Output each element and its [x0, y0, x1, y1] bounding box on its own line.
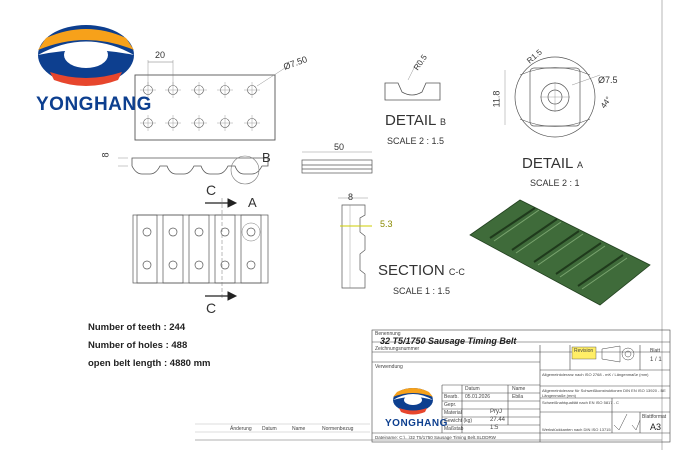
tb-verwendung: Verwendung — [375, 364, 403, 370]
section-arrows — [205, 198, 238, 301]
tb-material-label: Material — [444, 410, 462, 416]
spec-teeth: Number of teeth : 244 — [88, 322, 186, 333]
detail-a-scale: SCALE 2 : 1 — [530, 178, 580, 188]
tb-bearb-name: Ebila — [512, 394, 524, 400]
marker-c-bottom: C — [206, 300, 217, 316]
tb-blattformat-value: A3 — [650, 422, 662, 432]
tb-title: 32 T5/1750 Sausage Timing Belt — [380, 336, 517, 346]
tb-datum-label: Datum — [465, 386, 480, 392]
section-scale: SCALE 1 : 1.5 — [393, 286, 451, 296]
tb-revision: Revision — [574, 348, 594, 354]
tb-footer-datum: Datum — [262, 426, 277, 432]
brand-logo-top — [38, 25, 134, 86]
tb-massstab-label: Maßstab — [444, 426, 464, 432]
detail-a-view — [504, 56, 601, 138]
belt-edge-view — [301, 151, 373, 174]
detail-a-title: DETAIL A — [522, 155, 583, 172]
tb-dateiname: Dateiname: C:\...\32 T5/1750 Sausage Tim… — [375, 435, 496, 440]
tb-benennung-label: Benennung — [375, 331, 401, 337]
section-cc-view — [338, 197, 372, 289]
top-view-plate — [134, 60, 286, 141]
brand-name-bottom: YONGHANG — [385, 418, 448, 429]
tb-footer-normenbezug: Normenbezug — [322, 426, 354, 432]
dim-8-section: 8 — [348, 192, 354, 202]
tb-bearb-label: Bearb. — [444, 394, 459, 400]
tb-blatt-value: 1 / 1 — [650, 357, 662, 363]
tb-massstab-value: 1:5 — [490, 425, 499, 431]
dim-11-8: 11.8 — [491, 90, 502, 108]
tb-bearb-date: 05.01.2026 — [465, 394, 491, 400]
section-title: SECTION C-C — [378, 262, 465, 279]
brand-name-top: YONGHANG — [36, 94, 152, 115]
dim-8-side: 8 — [100, 152, 111, 158]
tb-tolerances-3: Längenmaße (mm) — [542, 393, 577, 398]
tb-dateiname-label: Dateiname: — [375, 435, 399, 440]
marker-c-top: C — [206, 182, 217, 198]
detail-b-title: DETAIL B — [385, 112, 446, 129]
tb-werkstueck: Werkstückkanten nach DIN ISO 13715 — [542, 427, 611, 432]
tb-gewicht-label: Gewicht (kg) — [444, 418, 473, 424]
brand-logo-bottom — [393, 388, 433, 415]
tb-footer-name: Name — [292, 426, 306, 432]
title-block-grid — [371, 329, 671, 443]
dim-5-3: 5.3 — [380, 219, 393, 229]
tb-tolerances-2: Allgemeintoleranz für Schweißkonstruktio… — [542, 388, 666, 393]
tb-tolerances-1: Allgemeintoleranz nach ISO 2768 - mK / L… — [542, 372, 649, 377]
surface-symbol-icon — [613, 413, 641, 431]
tb-dateiname-value: C:\...\32 T5/1750 Sausage Timing Belt.SL… — [399, 435, 496, 440]
detail-a-word: DETAIL — [522, 155, 573, 172]
section-letters: C-C — [448, 267, 465, 277]
tb-name-label: Name — [512, 386, 526, 392]
side-profile-view — [118, 155, 269, 185]
section-word: SECTION — [378, 262, 445, 279]
belt-3d-render — [469, 199, 651, 306]
tb-gepr-label: Gepr. — [444, 402, 457, 408]
detail-a-letter: A — [577, 160, 584, 170]
tb-zeichnungsnummer: Zeichnungsnummer — [375, 346, 420, 352]
bottom-view — [132, 198, 269, 300]
projection-symbol-icon — [601, 345, 635, 363]
detail-b-letter: B — [440, 117, 447, 127]
marker-a: A — [248, 195, 257, 210]
detail-b-scale: SCALE 2 : 1.5 — [387, 136, 445, 146]
spec-length: open belt length : 4880 mm — [88, 358, 211, 369]
tb-footer-aenderung: Änderung — [230, 426, 252, 432]
detail-b-profile — [384, 59, 441, 101]
tb-schweiss: Schweißnahtqualität nach EN ISO 5817 - C — [542, 400, 619, 405]
dim-50: 50 — [334, 142, 345, 152]
dim-d7-5: Ø7.5 — [598, 75, 618, 85]
dim-20: 20 — [155, 50, 166, 60]
spec-holes: Number of holes : 488 — [88, 340, 188, 351]
detail-b-word: DETAIL — [385, 112, 436, 129]
tb-gewicht-value: 27.44 — [490, 417, 506, 423]
revision-highlight — [571, 346, 597, 360]
tb-blattformat-label: Blattformat — [642, 414, 667, 420]
marker-b: B — [262, 150, 271, 165]
tb-material-value: PryJ — [490, 409, 502, 415]
tb-blatt-label: Blatt — [650, 348, 661, 354]
